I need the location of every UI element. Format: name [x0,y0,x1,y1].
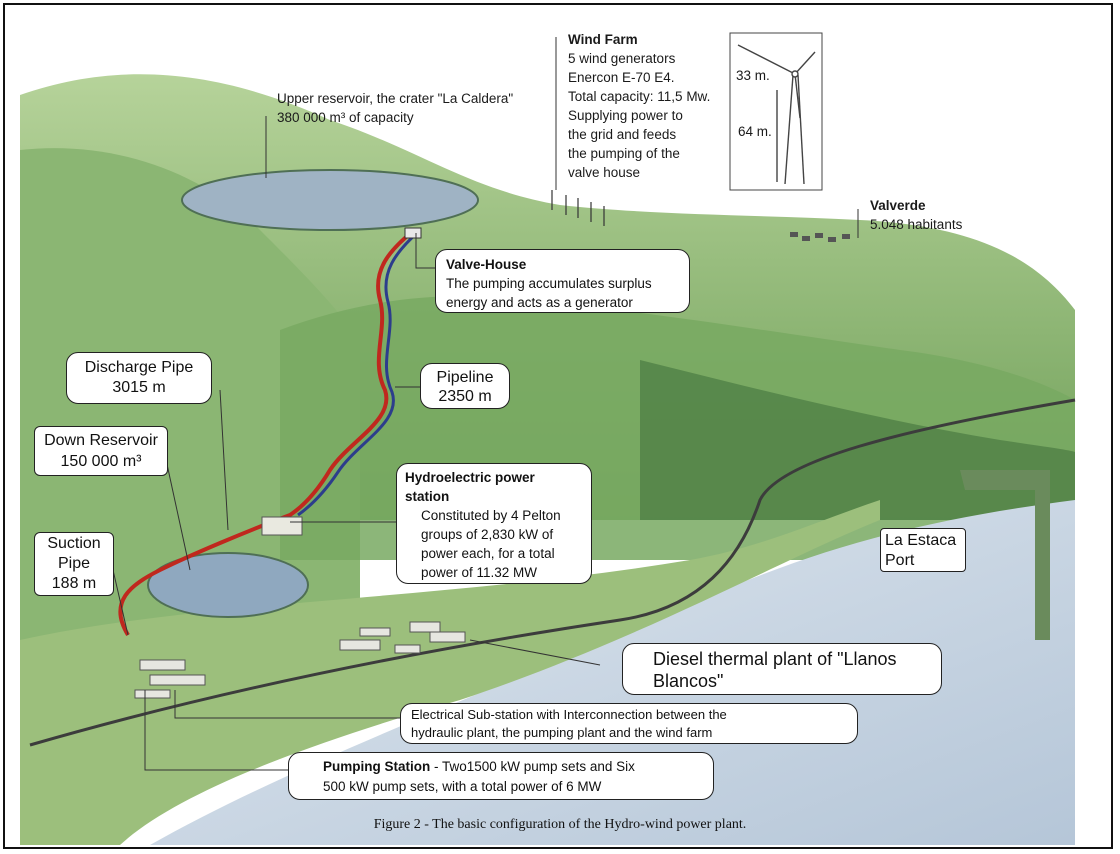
wind-farm-line: 5 wind generators [568,51,676,66]
wind-turbine-inset-box [729,32,823,191]
discharge-pipe-callout: Discharge Pipe 3015 m [66,352,212,404]
suction-pipe-length: 188 m [51,575,97,592]
wind-farm-line: Total capacity: 11,5 Mw. [568,89,711,104]
wind-farm-title: Wind Farm [568,32,638,47]
la-estaca-port: Port [885,552,915,569]
la-estaca-port-callout: La Estaca Port [880,528,966,572]
hydro-station-building [261,516,303,536]
pipeline-length: 2350 m [438,388,492,405]
valverde-town [790,232,850,242]
leader-lines [112,37,859,771]
diesel-plant-callout: Diesel thermal plant of "Llanos Blancos" [622,643,942,695]
upper-reservoir-title: Upper reservoir, the crater "La Caldera" [277,91,514,106]
rotor-height-label: 33 m. [736,68,770,83]
pumping-station-title: Pumping Station [323,759,431,774]
upper-reservoir [181,169,479,231]
valverde-label: Valverde 5.048 habitants [870,196,962,234]
hydro-station-line: power of 11.32 MW [421,565,538,580]
suction-pipe-title-2: Pipe [57,555,91,572]
coast-plain [20,500,880,845]
pumping-station-line2: 500 kW pump sets, with a total power of … [323,779,602,794]
valve-house-building [404,227,422,239]
wind-farm-line: Supplying power to [568,108,683,123]
valve-house-line2: energy and acts as a generator [446,295,633,310]
hydro-station-line: groups of 2,830 kW of [421,527,554,542]
wind-farm-line: the grid and feeds [568,127,677,142]
tower-height-label: 64 m. [738,124,772,139]
substation-line2: hydraulic plant, the pumping plant and t… [411,725,713,740]
hydro-station-line: Constituted by 4 Pelton [421,508,561,523]
valve-house-line1: The pumping accumulates surplus [446,276,652,291]
hydro-station-title-2: station [405,489,450,504]
down-reservoir [147,552,309,618]
la-estaca-title: La Estaca [885,532,957,549]
valve-house-callout: Valve-House The pumping accumulates surp… [435,249,690,313]
valverde-habitants: 5.048 habitants [870,217,963,232]
hydro-station-callout: Hydroelectric power station Constituted … [396,463,592,584]
road [29,398,1076,747]
ridge-wind-turbines [551,190,605,226]
pumping-station-line1: - Two1500 kW pump sets and Six [430,759,635,774]
port-pier [960,470,1050,640]
discharge-pipe-length: 3015 m [112,379,166,396]
hydro-station-title: Hydroelectric power [405,470,535,485]
pumping-station-callout: Pumping Station - Two1500 kW pump sets a… [288,752,714,800]
pipeline-blue [297,230,420,517]
diesel-plant-title-2: Blancos" [653,671,724,691]
wind-farm-line: valve house [568,165,641,180]
wind-farm-line: the pumping of the [568,146,680,161]
substation-line1: Electrical Sub-station with Interconnect… [411,707,727,722]
down-reservoir-capacity: 150 000 m³ [60,453,142,470]
valve-house-title: Valve-House [446,257,527,272]
substation-callout: Electrical Sub-station with Interconnect… [400,703,858,744]
pipeline-title: Pipeline [436,369,494,386]
wind-farm-line: Enercon E-70 E4. [568,70,675,85]
wind-turbine-drawing [737,44,816,185]
hydro-station-line: power each, for a total [421,546,555,561]
figure-caption: Figure 2 - The basic configuration of th… [373,817,747,832]
down-reservoir-title: Down Reservoir [44,432,158,449]
discharge-pipe-title: Discharge Pipe [84,359,194,376]
pumping-station-buildings [134,659,206,699]
suction-pipe-title: Suction [47,535,101,552]
suction-pipe-callout: Suction Pipe 188 m [34,532,114,596]
hydro-station-description: Constituted by 4 Pelton groups of 2,830 k… [405,506,591,582]
pipeline-red [118,230,414,637]
valverde-title: Valverde [870,198,926,213]
upper-reservoir-label: Upper reservoir, the crater "La Caldera"… [277,89,513,127]
diesel-plant-title: Diesel thermal plant of "Llanos [653,649,897,669]
diesel-plant-buildings [339,621,466,654]
upper-reservoir-capacity: 380 000 m³ of capacity [277,110,414,125]
pipeline-callout: Pipeline 2350 m [420,363,510,409]
down-reservoir-callout: Down Reservoir 150 000 m³ [34,426,168,476]
